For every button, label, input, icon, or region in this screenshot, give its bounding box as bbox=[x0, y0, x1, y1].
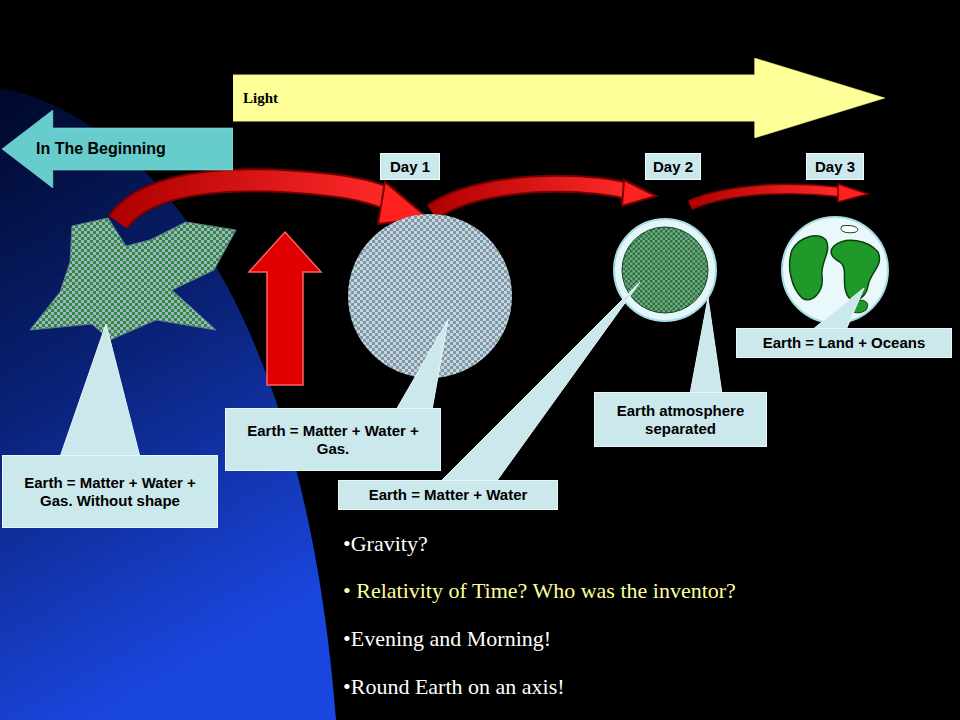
day-label: Day 1 bbox=[380, 153, 440, 180]
day3-earth bbox=[782, 217, 888, 323]
bullet-note: • Relativity of Time? Who was the invent… bbox=[343, 578, 736, 604]
box-text: Earth = Matter + Water bbox=[347, 486, 549, 504]
light-arrow: Light bbox=[233, 58, 885, 138]
box-text: Earth = Matter + Water + Gas. bbox=[234, 422, 432, 458]
box-text: Day 2 bbox=[650, 158, 696, 175]
box-text: Day 3 bbox=[811, 158, 859, 175]
callout-pointers bbox=[60, 282, 864, 482]
box-text: Day 1 bbox=[385, 158, 435, 175]
day-label: Day 2 bbox=[645, 153, 701, 180]
box-text: Earth = Land + Oceans bbox=[745, 334, 943, 352]
callout-box: Earth atmosphere separated bbox=[594, 392, 767, 447]
box-text: Earth = Matter + Water + Gas. Without sh… bbox=[11, 474, 209, 510]
callout-box: Earth = Matter + Water + Gas. bbox=[225, 408, 441, 471]
callout-box: Earth = Matter + Water + Gas. Without sh… bbox=[2, 455, 218, 528]
arrow-label: In The Beginning bbox=[36, 140, 233, 158]
day2-core bbox=[622, 227, 708, 313]
bullet-note: •Evening and Morning! bbox=[343, 626, 551, 652]
light-arrow-shape bbox=[233, 58, 885, 138]
red-curved-arrows bbox=[118, 180, 868, 224]
up-arrow bbox=[249, 232, 321, 385]
callout-box: Earth = Land + Oceans bbox=[736, 328, 952, 358]
box-text: Earth atmosphere separated bbox=[603, 402, 758, 438]
beginning-arrow: In The Beginning bbox=[2, 110, 233, 188]
bullet-note: •Round Earth on an axis! bbox=[343, 674, 565, 700]
bullet-note: •Gravity? bbox=[343, 531, 428, 557]
callout-box: Earth = Matter + Water bbox=[338, 480, 558, 510]
arrow-label: Light bbox=[243, 90, 885, 107]
day-label: Day 3 bbox=[806, 153, 864, 180]
day2-atmosphere bbox=[614, 219, 716, 321]
shapeless-earth bbox=[30, 218, 236, 340]
